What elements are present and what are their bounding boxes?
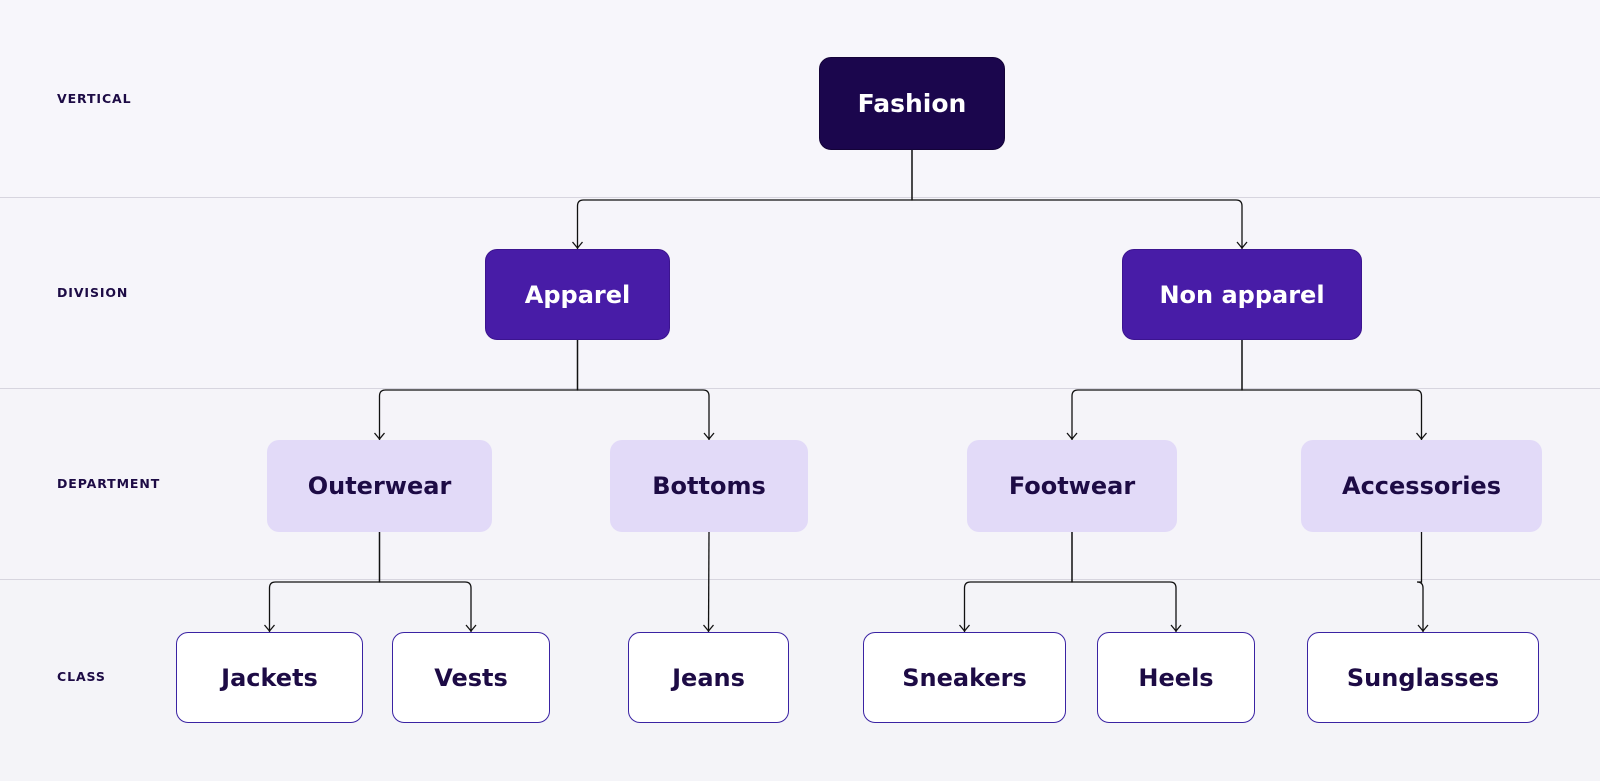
connector-outerwear-to-jackets [268,532,381,632]
arrowhead-icon [959,624,970,633]
arrowhead-icon [1066,432,1078,441]
level-label-class: CLASS [57,669,106,684]
node-accessories[interactable]: Accessories [1301,440,1542,532]
row-divider [0,388,1600,389]
node-label: Sunglasses [1346,663,1500,692]
connector-outerwear-to-vests [378,532,472,632]
node-jeans[interactable]: Jeans [628,632,789,723]
arrowhead-icon [572,241,583,250]
connector-non_apparel-to-footwear [1071,340,1243,440]
level-label-department: DEPARTMENT [57,476,161,491]
row-divider [0,197,1600,198]
arrowhead-icon [703,432,715,441]
connector-apparel-to-bottoms [576,340,710,440]
node-vests[interactable]: Vests [392,632,550,723]
node-sneakers[interactable]: Sneakers [863,632,1066,723]
connector-bottoms-to-jeans [707,531,710,633]
connector-non_apparel-to-accessories [1241,340,1423,440]
connector-apparel-to-outerwear [378,340,579,440]
arrowhead-icon [1170,624,1182,633]
node-label: Outerwear [307,472,452,500]
node-label: Jeans [672,663,745,692]
row-divider [0,579,1600,580]
connector-fashion-to-non_apparel [911,150,1243,249]
arrowhead-icon [703,624,714,633]
row-band-vertical [0,0,1600,197]
node-label: Bottoms [652,472,766,500]
node-label: Heels [1138,663,1214,692]
node-label: Jackets [221,663,318,692]
node-non-apparel[interactable]: Non apparel [1122,249,1362,340]
node-label: Non apparel [1159,280,1325,309]
node-label: Sneakers [902,663,1027,692]
connector-footwear-to-heels [1071,532,1177,632]
node-label: Vests [434,663,508,692]
node-footwear[interactable]: Footwear [967,440,1177,532]
node-jackets[interactable]: Jackets [176,632,363,723]
node-label: Footwear [1008,472,1136,500]
node-label: Accessories [1342,472,1501,500]
node-heels[interactable]: Heels [1097,632,1255,723]
arrowhead-icon [1416,432,1427,441]
node-label: Apparel [524,280,631,309]
node-outerwear[interactable]: Outerwear [267,440,492,532]
level-label-division: DIVISION [57,285,129,300]
connector-accessories-to-sunglasses [1416,532,1424,632]
node-apparel[interactable]: Apparel [485,249,670,340]
node-label: Fashion [857,89,967,118]
connector-fashion-to-apparel [576,150,913,249]
arrowhead-icon [264,624,275,633]
arrowhead-icon [374,432,385,441]
connector-footwear-to-sneakers [963,532,1073,632]
arrowhead-icon [1417,624,1429,633]
node-fashion[interactable]: Fashion [819,57,1005,150]
node-bottoms[interactable]: Bottoms [610,440,808,532]
level-label-vertical: VERTICAL [57,91,132,106]
arrowhead-icon [465,624,477,633]
arrowhead-icon [1236,241,1248,250]
node-sunglasses[interactable]: Sunglasses [1307,632,1539,723]
